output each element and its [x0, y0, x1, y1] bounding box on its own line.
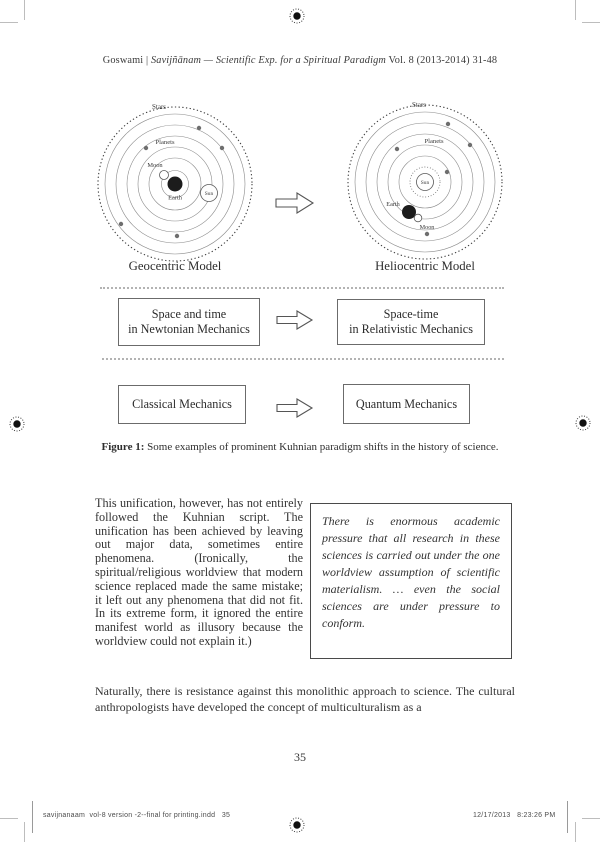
earth-label: Earth	[168, 195, 183, 202]
running-header: Goswami | Savijñānam — Scientific Exp. f…	[85, 55, 515, 66]
right-arrow-icon	[276, 310, 314, 330]
slug-filename: savijnanaam vol-8 version -2--final for …	[43, 812, 231, 819]
heliocentric-diagram: Stars Planets Sun Earth Moon	[347, 101, 503, 260]
sun-label: Sun	[421, 180, 430, 186]
registration-mark-icon	[289, 8, 305, 24]
registration-mark-icon	[289, 817, 305, 833]
sun-label: Sun	[205, 191, 214, 197]
heliocentric-model-label: Heliocentric Model	[375, 259, 475, 273]
bleed-mark	[567, 801, 568, 833]
box-line: Quantum Mechanics	[355, 396, 458, 411]
slug-timestamp: 12/17/2013 8:23:26 PM	[473, 812, 556, 819]
newtonian-mechanics-box: Space and time in Newtonian Mechanics	[118, 298, 260, 346]
page-number: 35	[294, 750, 306, 764]
registration-mark-icon	[9, 416, 25, 432]
moon-label: Moon	[147, 162, 163, 169]
stars-label: Stars	[412, 101, 426, 109]
crop-mark	[24, 0, 25, 20]
quantum-mechanics-box: Quantum Mechanics	[343, 384, 470, 424]
crop-mark	[582, 22, 600, 23]
header-volume: Vol. 8 (2013-2014) 31-48	[386, 55, 498, 66]
pull-quote-box: There is enormous academic pressure that…	[310, 503, 512, 659]
registration-mark-icon	[575, 415, 591, 431]
bleed-mark	[32, 801, 33, 833]
crop-mark	[24, 822, 25, 842]
earth-label: Earth	[386, 201, 400, 208]
box-line: Space and time	[151, 307, 227, 322]
crop-mark	[0, 22, 18, 23]
header-author: Goswami |	[102, 55, 151, 66]
box-line: in Newtonian Mechanics	[128, 322, 250, 336]
box-line: Space-time	[383, 307, 439, 322]
stars-label: Stars	[152, 103, 166, 111]
figure-caption-text: Some examples of prominent Kuhnian parad…	[144, 441, 499, 453]
box-line: Classical Mechanics	[132, 397, 232, 412]
figure-caption-label: Figure 1:	[101, 441, 145, 453]
classical-mechanics-box: Classical Mechanics	[118, 385, 246, 424]
crop-mark	[575, 822, 576, 842]
header-journal-title: Savijñānam — Scientific Exp. for a Spiri…	[150, 55, 387, 66]
planets-label: Planets	[155, 139, 174, 146]
dotted-divider	[100, 287, 504, 289]
right-arrow-icon	[275, 192, 315, 214]
box-line: in Relativistic Mechanics	[349, 322, 473, 336]
geocentric-diagram: Stars Planets Moon Earth Sun	[97, 103, 253, 262]
crop-mark	[582, 818, 600, 819]
figure-caption: Figure 1: Some examples of prominent Kuh…	[100, 440, 500, 454]
body-bottom-paragraph: Naturally, there is resistance against t…	[95, 684, 515, 714]
body-left-paragraph: This unification, however, has not entir…	[95, 496, 303, 648]
geocentric-model-label: Geocentric Model	[128, 259, 222, 273]
crop-mark	[0, 818, 18, 819]
planets-label: Planets	[424, 138, 443, 145]
right-arrow-icon	[276, 398, 314, 418]
crop-mark	[575, 0, 576, 20]
dotted-divider	[102, 358, 504, 360]
moon-label: Moon	[420, 224, 435, 231]
relativistic-mechanics-box: Space-time in Relativistic Mechanics	[337, 299, 485, 345]
